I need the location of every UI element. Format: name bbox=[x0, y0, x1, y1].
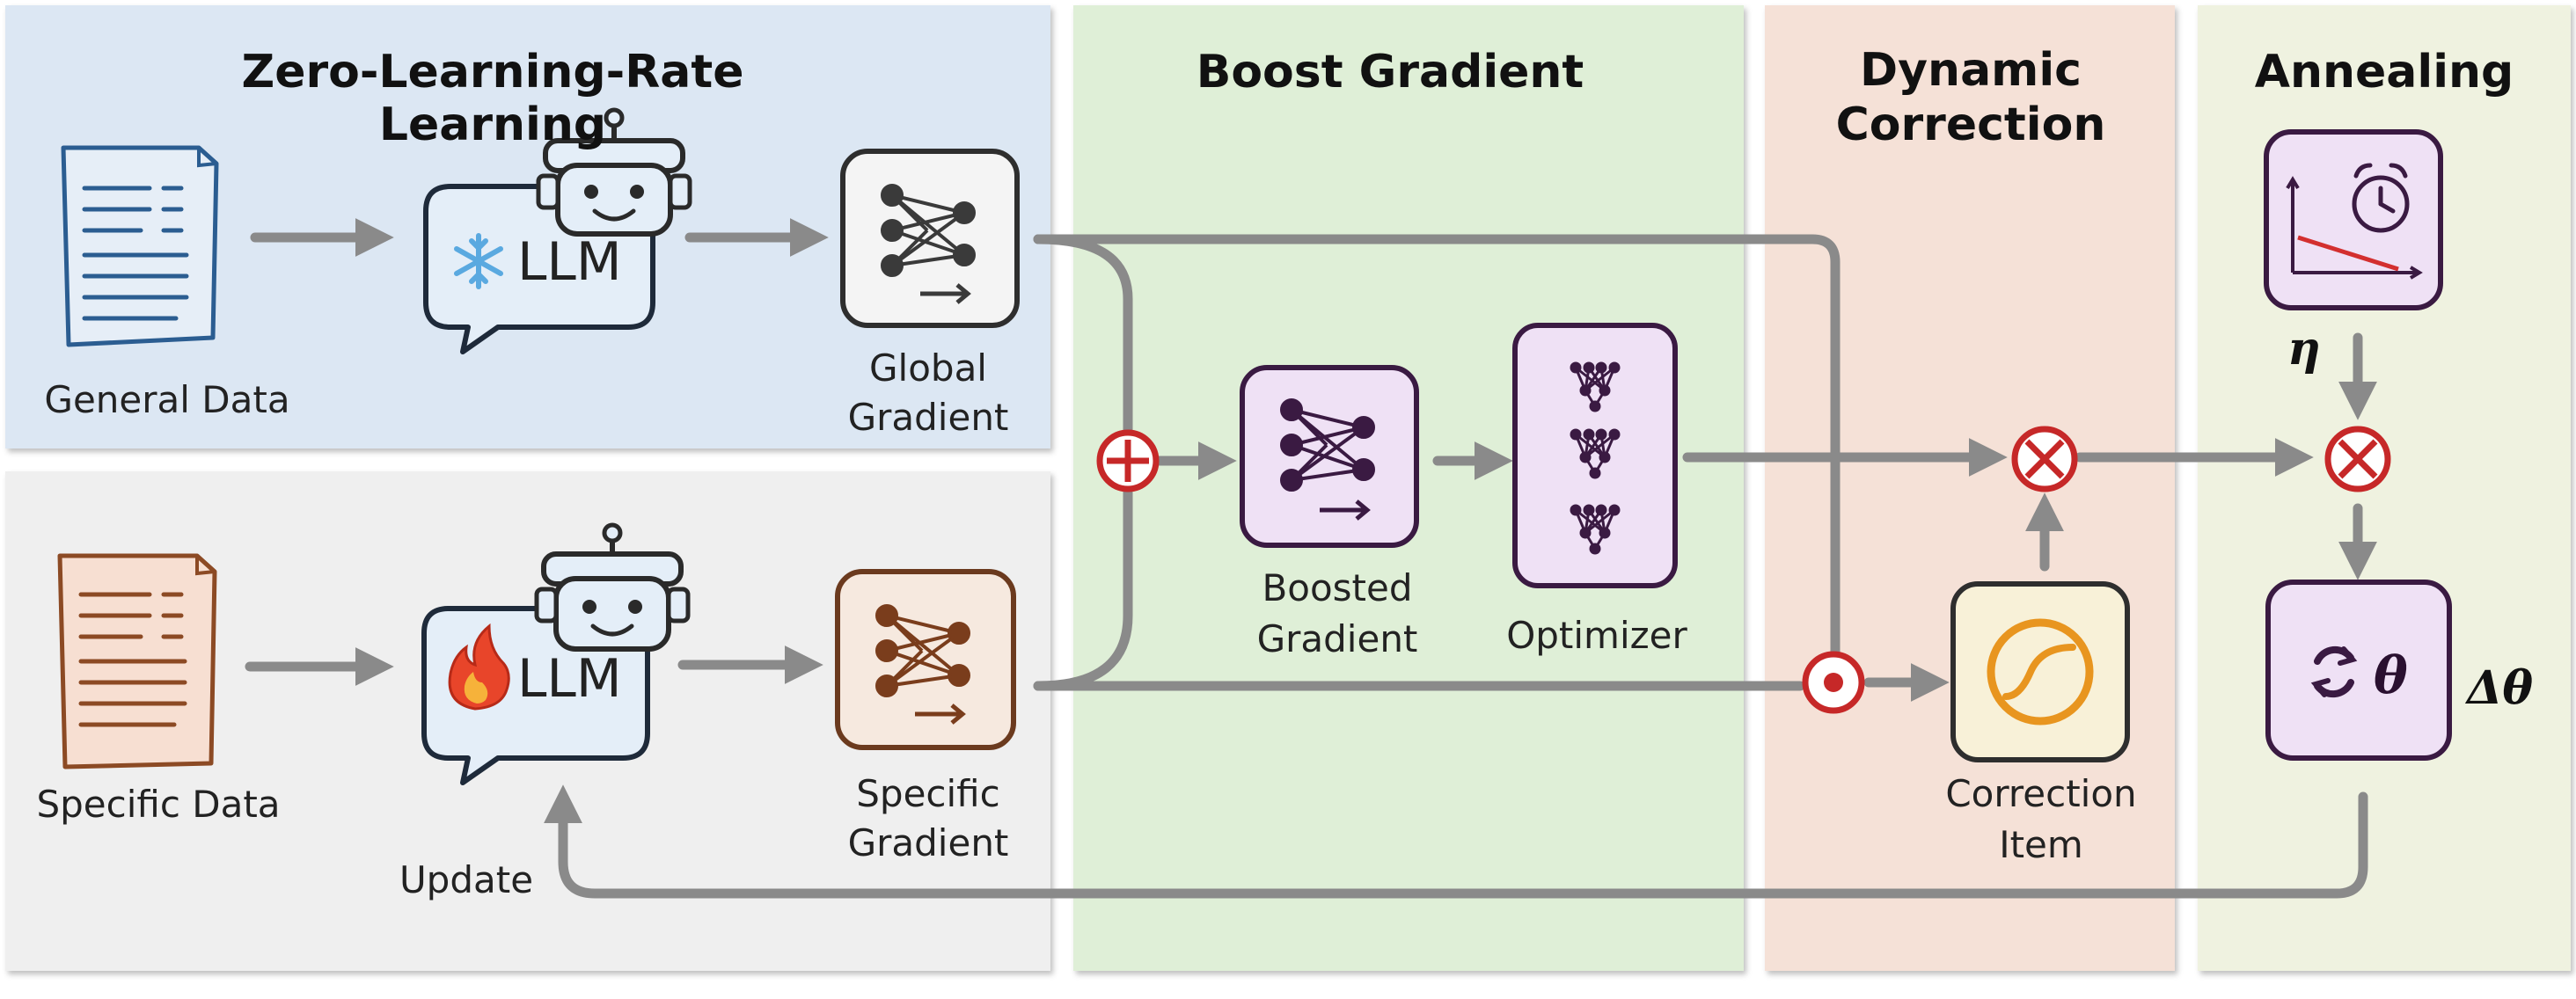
alarm-clock-icon bbox=[2352, 163, 2410, 233]
line-specific-to-add bbox=[1033, 487, 1133, 691]
update-loop-arrow bbox=[544, 784, 2368, 899]
neural-network-icon bbox=[875, 604, 970, 725]
correction-item-node bbox=[1950, 581, 2130, 762]
llm-trainable-label: LLM bbox=[517, 648, 622, 710]
neural-network-icon bbox=[881, 184, 976, 304]
curve-circle-icon bbox=[1987, 618, 2094, 726]
theta-update-node: θ bbox=[2265, 580, 2452, 761]
lr-schedule-node bbox=[2264, 129, 2443, 310]
robot-icon bbox=[536, 107, 692, 237]
boosted-gradient-node bbox=[1240, 365, 1419, 548]
general-data-document-icon bbox=[61, 145, 219, 347]
global-gradient-label-line2: Gradient bbox=[847, 396, 1009, 439]
global-gradient-label-line1: Global bbox=[869, 346, 987, 390]
dynamic-correction-title-line2: Correction bbox=[1835, 98, 2106, 151]
optimizer-node bbox=[1512, 323, 1678, 588]
line-global-to-dot bbox=[1033, 234, 1841, 688]
llm-frozen-label: LLM bbox=[517, 231, 622, 293]
snowflake-icon bbox=[454, 233, 503, 289]
specific-data-label: Specific Data bbox=[36, 783, 281, 826]
refresh-icon bbox=[2310, 645, 2358, 698]
robot-icon bbox=[534, 522, 691, 652]
circle-times-icon bbox=[2324, 426, 2391, 492]
boosted-gradient-label-line2: Gradient bbox=[1256, 617, 1418, 660]
connector-lines bbox=[245, 218, 2377, 899]
circle-plus-icon bbox=[1096, 429, 1160, 492]
specific-gradient-node bbox=[835, 569, 1016, 750]
update-label: Update bbox=[399, 858, 534, 901]
specific-data-document-icon bbox=[57, 553, 217, 769]
zero-lr-title: Zero-Learning-Rate Learning bbox=[241, 46, 744, 151]
fire-icon bbox=[448, 623, 510, 711]
global-gradient-node bbox=[840, 149, 1020, 328]
line-global-to-add bbox=[1033, 234, 1133, 450]
lr-decay-chart-icon bbox=[2286, 176, 2423, 280]
llm-trainable: LLM bbox=[421, 522, 691, 785]
boosted-gradient-label-line1: Boosted bbox=[1262, 566, 1413, 609]
general-data-label: General Data bbox=[44, 378, 290, 421]
dynamic-correction-title-line1: Dynamic bbox=[1859, 44, 2082, 97]
circle-times-icon bbox=[2011, 426, 2078, 492]
neural-network-icon bbox=[1280, 398, 1375, 521]
theta-symbol: θ bbox=[2374, 645, 2408, 705]
boost-gradient-title: Boost Gradient bbox=[1196, 46, 1584, 98]
specific-gradient-label-line2: Gradient bbox=[847, 821, 1009, 864]
correction-item-label-line2: Item bbox=[1999, 823, 2083, 866]
optimizer-label: Optimizer bbox=[1506, 614, 1687, 657]
network-stack-icon bbox=[1570, 361, 1621, 555]
delta-theta-symbol: Δθ bbox=[2467, 661, 2534, 715]
annealing-title: Annealing bbox=[2254, 46, 2514, 98]
llm-frozen: LLM bbox=[423, 107, 692, 354]
specific-gradient-label-line1: Specific bbox=[856, 772, 1000, 815]
correction-item-label-line1: Correction bbox=[1945, 772, 2137, 815]
circle-dot-icon bbox=[1802, 651, 1865, 714]
eta-symbol: η bbox=[2287, 322, 2321, 376]
